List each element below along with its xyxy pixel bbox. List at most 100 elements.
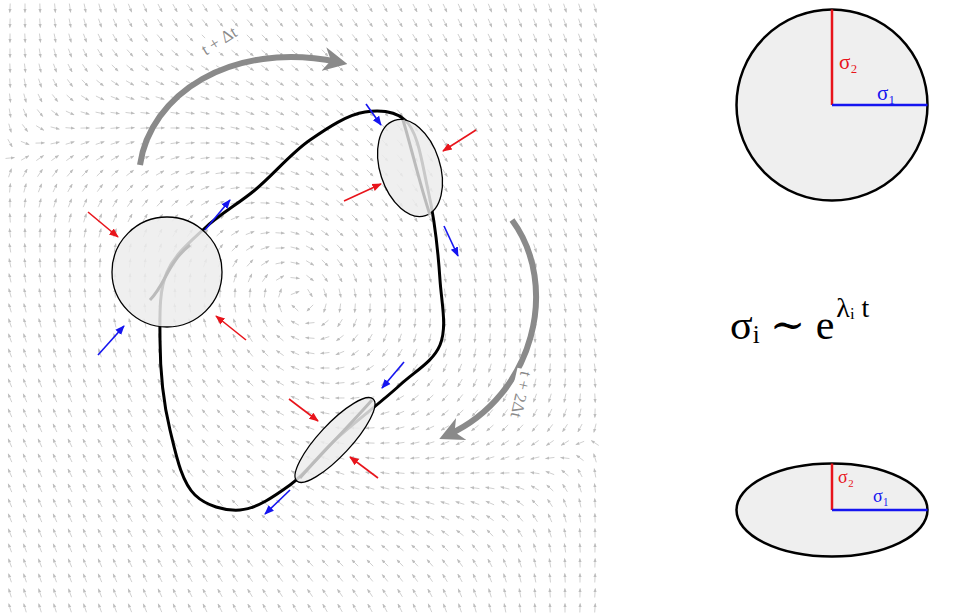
field-arrow bbox=[564, 544, 565, 553]
field-arrow bbox=[383, 259, 387, 267]
field-arrow bbox=[202, 379, 207, 386]
field-arrow bbox=[111, 112, 120, 113]
field-arrow bbox=[202, 485, 208, 492]
field-arrow bbox=[473, 589, 476, 597]
field-arrow bbox=[578, 169, 582, 177]
field-arrow bbox=[549, 319, 550, 328]
field-arrow bbox=[441, 530, 448, 535]
field-arrow bbox=[306, 156, 314, 160]
field-arrow bbox=[413, 604, 417, 612]
field-arrow bbox=[143, 409, 148, 417]
field-arrow bbox=[593, 199, 597, 207]
field-arrow bbox=[578, 49, 581, 57]
field-arrow bbox=[128, 439, 133, 447]
field-arrow bbox=[38, 439, 42, 447]
field-arrow bbox=[503, 544, 507, 552]
field-arrow bbox=[157, 484, 162, 491]
field-arrow bbox=[458, 124, 463, 132]
field-arrow bbox=[128, 574, 132, 582]
field-arrow bbox=[533, 394, 536, 402]
field-arrow bbox=[549, 244, 552, 253]
field-arrow bbox=[411, 487, 420, 489]
field-arrow bbox=[277, 320, 283, 327]
field-arrow bbox=[98, 394, 102, 402]
field-arrow bbox=[232, 545, 238, 552]
field-arrow bbox=[24, 589, 27, 598]
field-arrow bbox=[321, 110, 328, 115]
field-arrow bbox=[367, 200, 373, 207]
field-arrow bbox=[502, 529, 508, 536]
field-arrow bbox=[534, 559, 536, 568]
field-arrow bbox=[383, 334, 387, 342]
field-arrow bbox=[382, 95, 388, 102]
field-arrow bbox=[519, 289, 521, 298]
field-arrow bbox=[246, 142, 255, 144]
field-arrow bbox=[518, 124, 522, 132]
field-arrow bbox=[8, 454, 12, 462]
field-arrow bbox=[186, 112, 195, 114]
field-arrow bbox=[594, 499, 596, 508]
field-arrow bbox=[171, 81, 179, 85]
field-arrow bbox=[39, 289, 41, 298]
field-arrow bbox=[473, 4, 476, 12]
field-arrow bbox=[351, 472, 360, 474]
field-arrow bbox=[426, 442, 435, 445]
field-arrow bbox=[54, 19, 55, 28]
stretch-arrow bbox=[444, 226, 458, 256]
field-arrow bbox=[456, 487, 465, 488]
field-arrow bbox=[564, 394, 566, 403]
field-arrow bbox=[322, 274, 327, 281]
deformed-ellipse: σ₂σ₁ bbox=[735, 462, 929, 558]
field-arrow bbox=[563, 154, 567, 162]
field-arrow bbox=[503, 124, 507, 132]
field-arrow bbox=[456, 530, 463, 536]
deformed-ellipse bbox=[366, 111, 454, 225]
field-arrow bbox=[292, 35, 298, 42]
node-outline bbox=[735, 462, 929, 558]
field-arrow bbox=[563, 169, 567, 177]
field-arrow bbox=[218, 334, 222, 342]
field-arrow bbox=[52, 169, 57, 176]
field-arrow bbox=[24, 214, 25, 223]
field-arrow bbox=[99, 289, 101, 298]
field-arrow bbox=[518, 214, 521, 222]
field-arrow bbox=[351, 397, 360, 398]
field-arrow bbox=[321, 530, 328, 535]
field-arrow bbox=[368, 334, 373, 342]
field-arrow bbox=[9, 229, 10, 238]
field-arrow bbox=[547, 485, 554, 491]
vector-field bbox=[6, 4, 599, 613]
field-arrow bbox=[504, 574, 507, 583]
field-arrow bbox=[442, 545, 448, 551]
field-arrow bbox=[427, 109, 432, 116]
field-arrow bbox=[336, 351, 344, 354]
field-arrow bbox=[488, 94, 492, 102]
field-arrow bbox=[579, 319, 581, 328]
field-arrow bbox=[38, 499, 42, 507]
field-arrow bbox=[9, 574, 12, 583]
field-arrow bbox=[321, 516, 328, 521]
field-arrow bbox=[413, 259, 416, 267]
field-arrow bbox=[306, 397, 315, 400]
field-arrow bbox=[113, 214, 117, 222]
field-arrow bbox=[593, 229, 596, 237]
field-arrow bbox=[264, 289, 265, 298]
field-arrow bbox=[337, 65, 343, 71]
field-arrow bbox=[428, 604, 432, 612]
field-arrow bbox=[51, 155, 58, 160]
field-arrow bbox=[306, 216, 314, 220]
field-arrow bbox=[8, 484, 12, 492]
field-arrow bbox=[54, 229, 56, 238]
field-arrow bbox=[68, 574, 71, 582]
field-arrow bbox=[579, 334, 580, 343]
field-arrow bbox=[339, 289, 341, 298]
field-arrow bbox=[111, 156, 119, 160]
field-arrow bbox=[534, 334, 535, 343]
field-arrow bbox=[531, 472, 540, 473]
field-arrow bbox=[411, 395, 418, 400]
field-arrow bbox=[594, 409, 595, 418]
field-arrow bbox=[188, 574, 192, 582]
field-arrow bbox=[427, 560, 433, 567]
field-arrow bbox=[564, 334, 566, 343]
field-arrow bbox=[488, 19, 492, 27]
